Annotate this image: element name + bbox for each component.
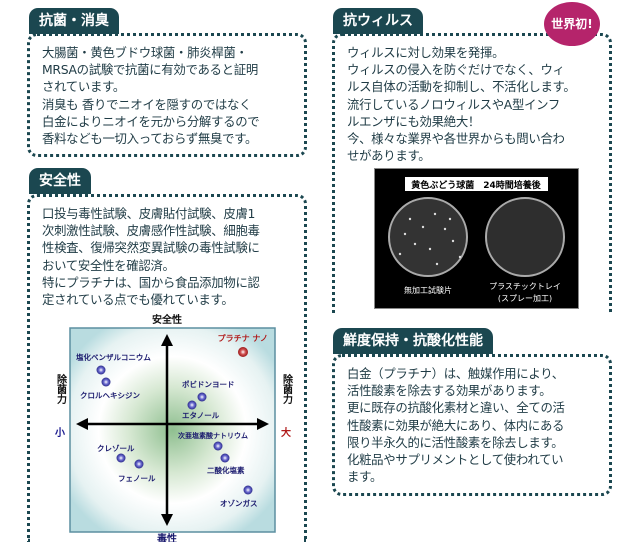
text-line: 大腸菌・黄色ブドウ球菌・肺炎桿菌・ bbox=[42, 45, 248, 60]
point-label: フェノール bbox=[118, 474, 156, 483]
data-point bbox=[187, 400, 197, 410]
chart-background bbox=[69, 327, 276, 533]
text-line: ます。 bbox=[347, 469, 383, 485]
treated-dish bbox=[485, 197, 565, 277]
data-point bbox=[213, 441, 223, 451]
text-line: 今、様々な業界や各世界からも問い合わ bbox=[347, 131, 565, 147]
safety-chart: 安全性 毒性 除菌力 小 除菌力 大 プラチナ ナノ 塩化ベンザルコニウム クロ… bbox=[50, 312, 300, 545]
text-line: ルス自体の活動を抑制し、不活化します。 bbox=[347, 79, 576, 95]
point-label: ポビドンヨード bbox=[182, 379, 235, 389]
untreated-dish bbox=[388, 197, 468, 277]
data-point bbox=[197, 392, 207, 402]
data-point bbox=[134, 459, 144, 469]
point-label: エタノール bbox=[182, 410, 220, 420]
axis-left-level: 小 bbox=[54, 426, 65, 439]
text-line: ウィルスの侵入を防ぐだけでなく、ウィ bbox=[347, 62, 565, 78]
axis-top-label: 安全性 bbox=[152, 313, 182, 326]
axis-bottom-label: 毒性 bbox=[157, 532, 177, 542]
freshness-tab: 鮮度保持・抗酸化性能 bbox=[333, 328, 493, 354]
safety-tab: 安全性 bbox=[29, 168, 91, 194]
text-line: 口投与毒性試験、皮膚貼付試験、皮膚1 bbox=[42, 206, 256, 221]
data-point bbox=[96, 365, 106, 375]
text-line: せがあります。 bbox=[347, 148, 431, 164]
text-line: 性酸素に効果が絶大にあり、体内にある bbox=[347, 417, 565, 433]
point-label: 次亜塩素酸ナトリウム bbox=[178, 431, 248, 440]
treated-label-1: プラスチックトレイ bbox=[489, 282, 561, 291]
data-point bbox=[116, 453, 126, 463]
point-label: オゾンガス bbox=[220, 498, 258, 508]
freshness-box: 白金（プラチナ）は、触媒作用により、 活性酸素を除去する効果があります。 更に既… bbox=[332, 354, 612, 496]
text-line: 香料なども一切入っておらず無臭です。 bbox=[42, 131, 258, 147]
antivirus-box: ウィルスに対し効果を発揮。 ウィルスの侵入を防ぐだけでなく、ウィ ルス自体の活動… bbox=[332, 33, 612, 313]
data-point bbox=[243, 485, 253, 495]
text-line: 消臭も 香りでニオイを隠すのではなく bbox=[42, 96, 252, 112]
data-point bbox=[101, 377, 111, 387]
axis-right-level: 大 bbox=[281, 426, 291, 439]
text-line: ルエンザにも効果絶大！ bbox=[347, 113, 480, 129]
text-line: されています。 bbox=[42, 79, 126, 95]
data-point bbox=[238, 347, 248, 357]
culture-photo: 黄色ぶどう球菌 24時間培養後 無加工試験片 プラスチックトレイ (スプレー加工… bbox=[374, 168, 579, 309]
world-first-badge: 世界初! bbox=[544, 2, 600, 46]
data-point bbox=[220, 453, 230, 463]
point-label: 塩化ベンザルコニウム bbox=[76, 352, 151, 362]
antivirus-tab: 抗ウィルス bbox=[333, 8, 423, 34]
text-line: 定されている点でも優れています。 bbox=[42, 292, 234, 308]
photo-caption: 黄色ぶどう球菌 24時間培養後 bbox=[411, 179, 542, 191]
text-line: MRSAの試験で抗菌に有効であると証明 bbox=[42, 62, 258, 78]
text-line: ウィルスに対し効果を発揮。 bbox=[347, 45, 505, 60]
text-line: 限り半永久的に活性酸素を除去します。 bbox=[347, 434, 564, 450]
point-label: プラチナ ナノ bbox=[218, 333, 268, 343]
text-line: 特にプラチナは、国から食品添加物に認 bbox=[42, 274, 260, 290]
text-line: おいて安全性を確認済。 bbox=[42, 257, 175, 273]
untreated-label: 無加工試験片 bbox=[404, 285, 452, 295]
text-line: 性検査、復帰突然変異試験の毒性試験に bbox=[42, 240, 260, 256]
text-line: 次刺激性試験、皮膚感作性試験、細胞毒 bbox=[42, 223, 260, 239]
point-label: クロルヘキシジン bbox=[80, 390, 140, 400]
text-line: 化粧品やサプリメントとして使われてい bbox=[347, 452, 564, 468]
axis-right-label: 除菌力 bbox=[281, 373, 293, 405]
safety-box: 口投与毒性試験、皮膚貼付試験、皮膚1 次刺激性試験、皮膚感作性試験、細胞毒 性検… bbox=[27, 194, 307, 542]
text-line: 白金によりニオイを元から分解するので bbox=[42, 113, 260, 129]
axis-left-label: 除菌力 bbox=[55, 373, 67, 405]
treated-label-2: (スプレー加工) bbox=[498, 293, 552, 303]
antibacterial-tab: 抗菌・消臭 bbox=[29, 8, 119, 34]
text-line: 活性酸素を除去する効果があります。 bbox=[347, 383, 552, 399]
point-label: クレゾール bbox=[97, 443, 135, 453]
text-line: 更に既存の抗酸化素材と違い、全ての活 bbox=[347, 400, 565, 416]
antibacterial-box: 大腸菌・黄色ブドウ球菌・肺炎桿菌・ MRSAの試験で抗菌に有効であると証明 され… bbox=[27, 33, 307, 157]
point-label: 二酸化塩素 bbox=[207, 465, 245, 475]
text-line: 流行しているノロウィルスやA型インフ bbox=[347, 96, 560, 112]
text-line: 白金（プラチナ）は、触媒作用により、 bbox=[347, 366, 564, 381]
